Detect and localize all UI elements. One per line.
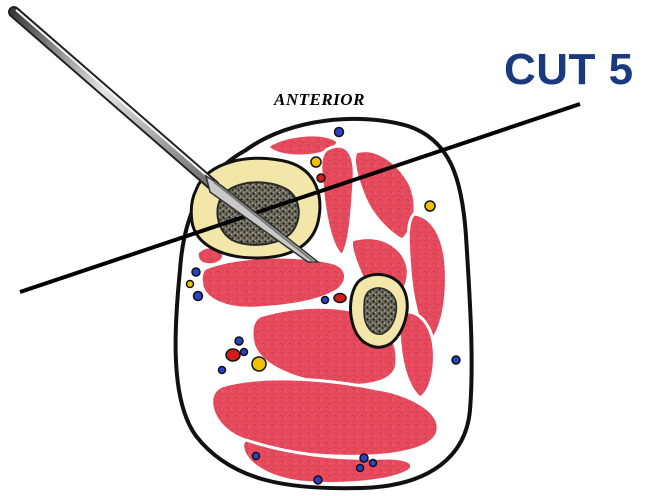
vein-dot — [194, 292, 203, 301]
fibula-bone — [351, 274, 408, 347]
artery-dot — [226, 349, 240, 361]
vein-dot — [241, 349, 248, 356]
nerve-dot — [425, 201, 435, 211]
vein-dot — [192, 268, 200, 276]
artery-dot — [334, 294, 346, 303]
nerve-dot — [187, 281, 194, 288]
cut-label: CUT 5 — [504, 48, 634, 92]
nerve-dot — [311, 157, 321, 167]
vein-dot — [314, 476, 322, 484]
vein-dot — [235, 337, 243, 345]
nerve-dot — [252, 357, 266, 371]
vein-dot — [335, 128, 344, 137]
artery-dot — [317, 174, 325, 182]
vein-dot — [370, 460, 377, 467]
orientation-label: ANTERIOR — [274, 91, 365, 108]
vein-dot — [253, 453, 260, 460]
vein-dot — [360, 454, 368, 462]
tibia-bone — [191, 158, 320, 258]
vein-dot — [357, 465, 364, 472]
vein-dot — [452, 356, 460, 364]
vein-dot — [322, 297, 329, 304]
vein-dot — [219, 367, 226, 374]
